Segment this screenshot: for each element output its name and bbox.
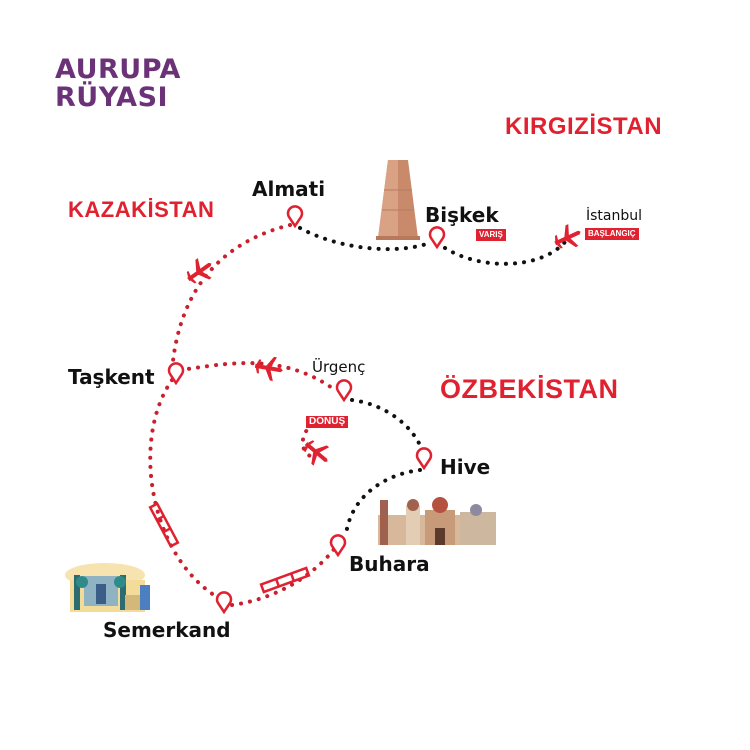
- pin-buhara-icon: [329, 534, 347, 558]
- pin-semerkand-icon: [215, 591, 233, 615]
- city-label-hive: Hive: [440, 455, 491, 479]
- airplane-icon: [186, 258, 212, 284]
- city-label-istanbul: İstanbul: [586, 208, 643, 224]
- burana-tower-illustration: [376, 160, 420, 240]
- country-label-uzbekistan: ÖZBEKİSTAN: [440, 374, 619, 404]
- brand-logo: AURUPA RÜYASI: [55, 56, 181, 112]
- country-label-kyrgyzstan: KIRGIZİSTAN: [505, 113, 663, 140]
- city-label-urgenc: Ürgenç: [312, 358, 366, 376]
- badge-return: DÖNÜŞ: [306, 416, 349, 428]
- airplane-icon: [303, 440, 330, 466]
- trains: [148, 502, 311, 594]
- city-label-semerkand: Semerkand: [103, 618, 231, 642]
- location-pins: [167, 205, 446, 615]
- country-label-kazakhstan: KAZAKİSTAN: [68, 197, 215, 222]
- brand-line-2: RÜYASI: [55, 82, 169, 113]
- pin-urgenc-icon: [335, 379, 353, 403]
- city-label-buhara: Buhara: [349, 552, 430, 576]
- pin-hive-icon: [415, 447, 433, 471]
- brand-line-1: AURUPA: [55, 54, 181, 85]
- pin-biskek-icon: [428, 226, 446, 250]
- train-icon: [259, 566, 311, 594]
- city-label-taskent: Taşkent: [68, 365, 155, 389]
- airplane-icon: [554, 224, 581, 249]
- bukhara-city-illustration: [378, 497, 496, 545]
- pin-almati-icon: [286, 205, 304, 229]
- badge-start: BAŞLANGIÇ: [585, 228, 639, 240]
- badge-arrival: VARIŞ: [476, 229, 506, 241]
- train-icon: [148, 502, 180, 548]
- airplane-icon: [254, 356, 283, 382]
- city-label-biskek: Bişkek: [425, 203, 499, 227]
- city-label-almati: Almati: [252, 177, 326, 201]
- airplanes: [186, 224, 581, 466]
- route-dotted-black: [298, 226, 567, 537]
- route-dotted-red: [148, 223, 337, 607]
- pin-taskent-icon: [167, 362, 185, 386]
- registan-illustration: [65, 563, 150, 612]
